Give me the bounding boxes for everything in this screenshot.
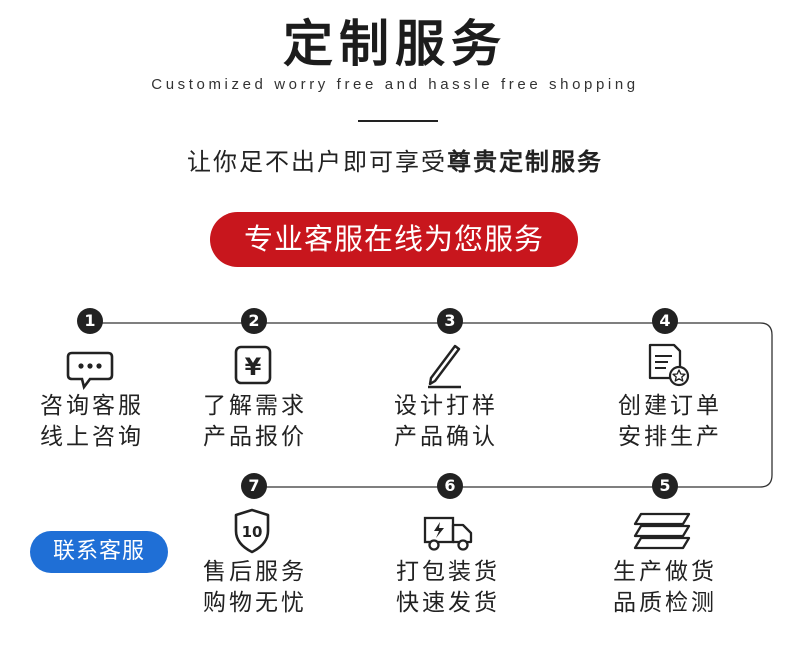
- pen-icon: [428, 344, 461, 389]
- step-4-badge: 4: [652, 308, 678, 334]
- step-6-badge: 6: [437, 473, 463, 499]
- process-path: [90, 322, 773, 488]
- shield-10-icon: 10: [234, 508, 270, 554]
- step-2-line1: 了解需求: [203, 393, 307, 419]
- step-4-line2: 安排生产: [618, 424, 722, 450]
- step-4-line1: 创建订单: [618, 393, 722, 419]
- step-5-label: 生产做货 品质检测: [585, 557, 745, 619]
- stack-icon: [633, 512, 691, 550]
- yen-symbol: ¥: [245, 353, 262, 381]
- step-5-line2: 品质检测: [613, 590, 717, 616]
- step-2-badge: 2: [241, 308, 267, 334]
- page-title: 定制服务: [283, 15, 507, 73]
- title-divider: [358, 120, 438, 122]
- step-3-label: 设计打样 产品确认: [366, 391, 526, 453]
- step-6-label: 打包装货 快速发货: [368, 557, 528, 619]
- step-2-label: 了解需求 产品报价: [175, 391, 335, 453]
- step-1-line1: 咨询客服: [40, 393, 144, 419]
- step-5-badge: 5: [652, 473, 678, 499]
- step-6-line2: 快速发货: [396, 590, 500, 616]
- chat-bubble-icon: [66, 351, 114, 390]
- shield-number: 10: [242, 523, 263, 541]
- step-2-line2: 产品报价: [203, 424, 307, 450]
- step-3-line1: 设计打样: [394, 393, 498, 419]
- step-5-line1: 生产做货: [613, 559, 717, 585]
- service-banner: 专业客服在线为您服务: [210, 212, 578, 267]
- step-4-label: 创建订单 安排生产: [590, 391, 750, 453]
- step-7-badge: 7: [241, 473, 267, 499]
- yen-icon: ¥: [234, 345, 272, 385]
- step-7-line2: 购物无忧: [203, 590, 307, 616]
- step-1-line2: 线上咨询: [40, 424, 144, 450]
- step-6-line1: 打包装货: [396, 559, 500, 585]
- step-7-label: 售后服务 购物无忧: [175, 557, 335, 619]
- tagline-prefix: 让你足不出户即可享受: [187, 148, 447, 176]
- page-subtitle: Customized worry free and hassle free sh…: [151, 76, 639, 93]
- contact-service-button[interactable]: 联系客服: [30, 531, 168, 573]
- order-document-icon: [648, 343, 690, 387]
- step-3-badge: 3: [437, 308, 463, 334]
- tagline: 让你足不出户即可享受尊贵定制服务: [0, 142, 790, 177]
- step-3-line2: 产品确认: [394, 424, 498, 450]
- step-7-line1: 售后服务: [203, 559, 307, 585]
- step-1-badge: 1: [77, 308, 103, 334]
- truck-icon: [423, 516, 473, 551]
- tagline-emphasis: 尊贵定制服务: [447, 148, 603, 176]
- step-1-label: 咨询客服 线上咨询: [12, 391, 172, 453]
